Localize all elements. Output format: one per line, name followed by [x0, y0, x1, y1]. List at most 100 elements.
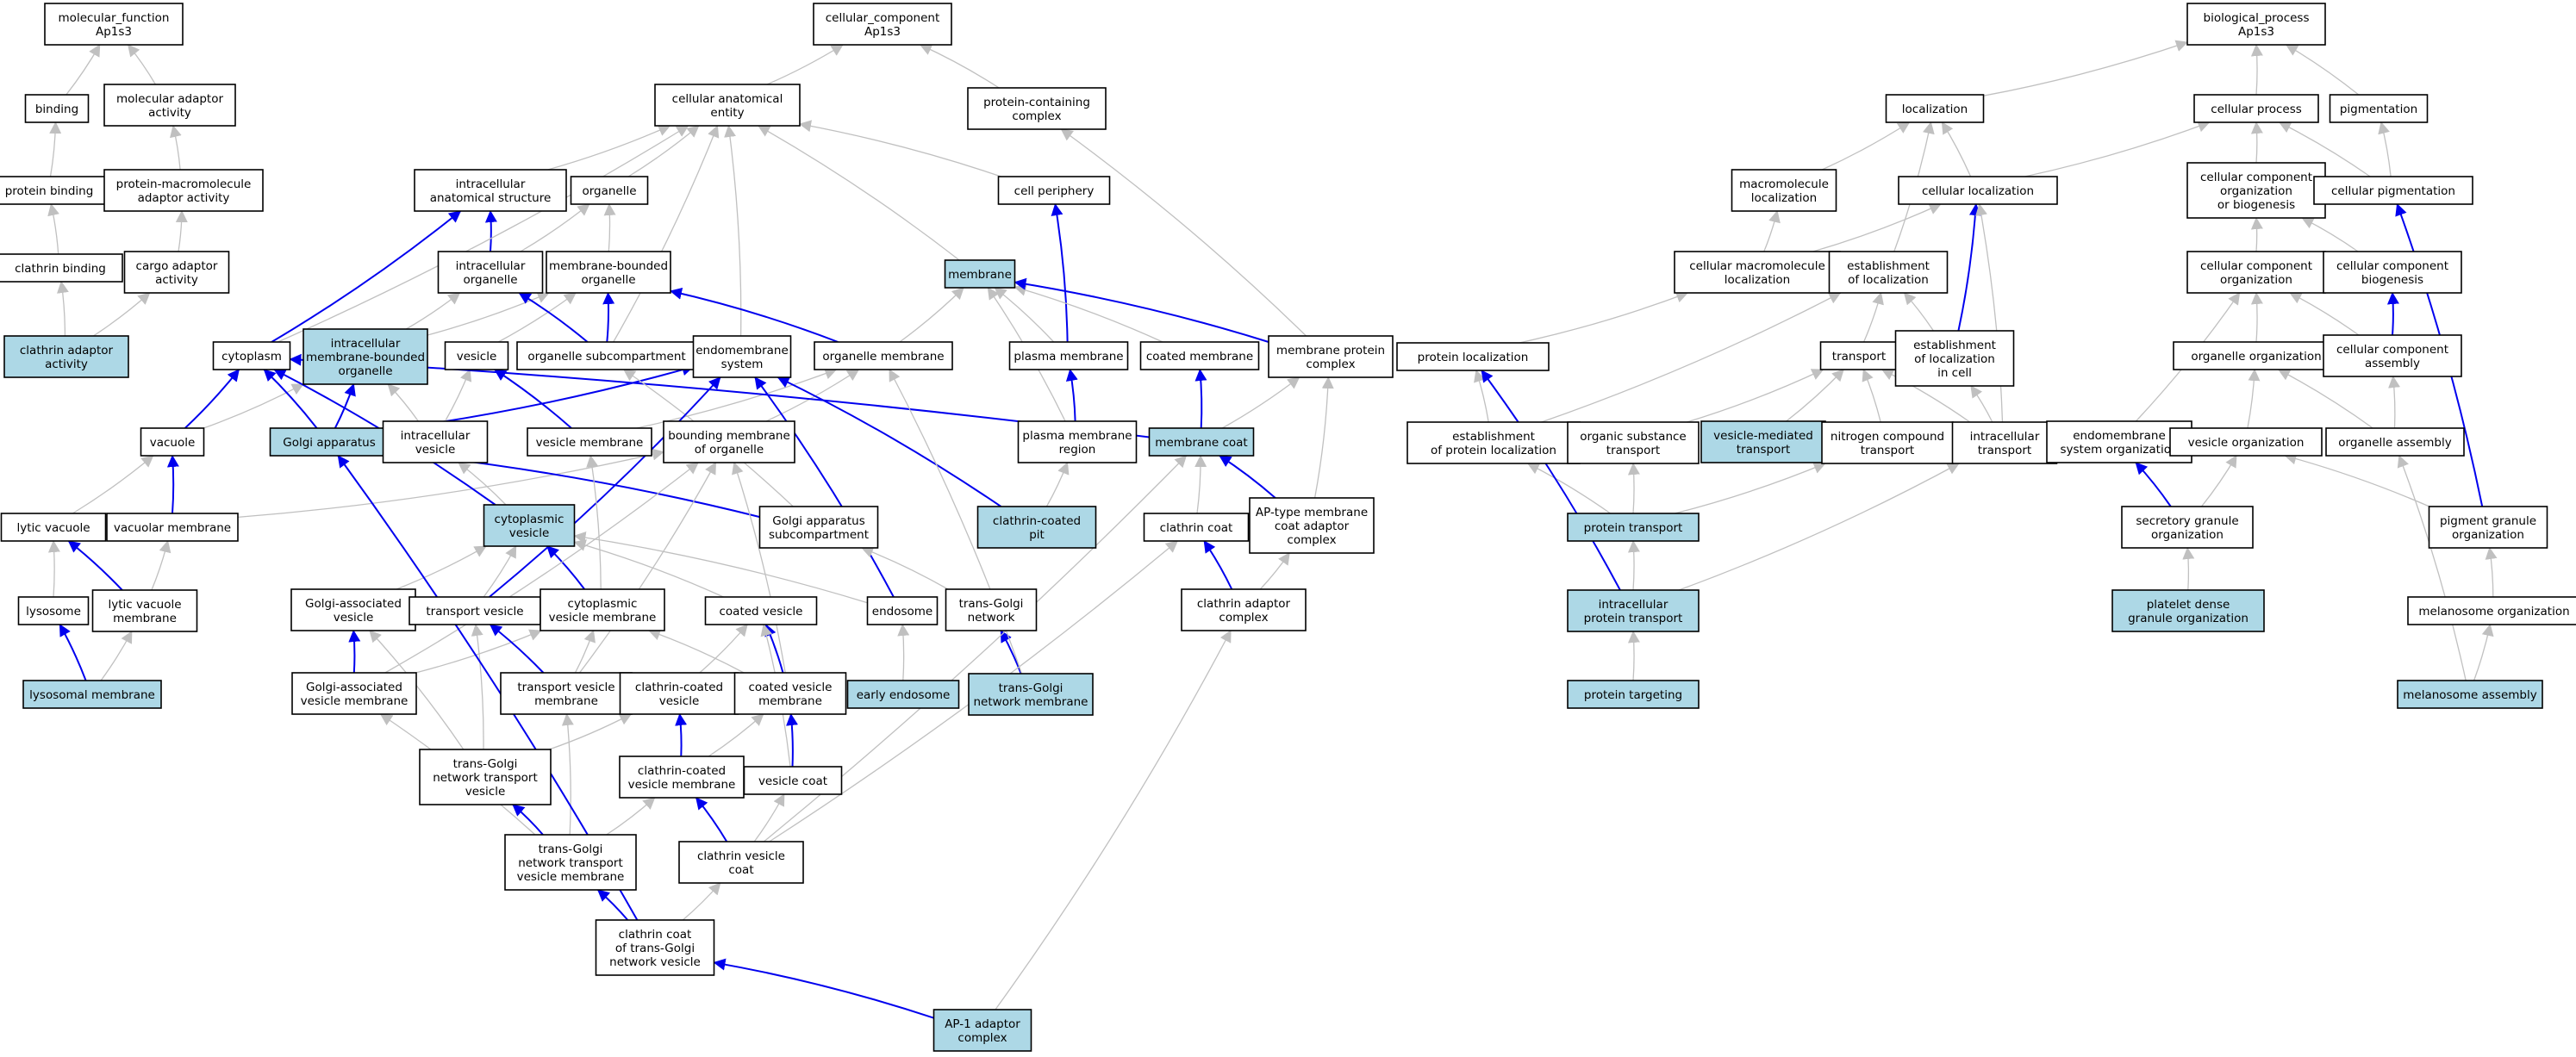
- term-box: [866, 596, 939, 625]
- term-box: [1898, 176, 2058, 205]
- edge-intratr-to-estlocc: [1970, 385, 1993, 423]
- term-label: vesicle membrane: [536, 436, 644, 450]
- term-label: AP-1 adaptor: [945, 1017, 1020, 1031]
- edge-clathbind-to-protbind: [47, 203, 59, 255]
- term-label: membrane-bounded: [306, 351, 425, 364]
- edge-pmaa-to-molad: [170, 125, 182, 171]
- edge-vacmem-to-vacuole: [166, 455, 179, 514]
- term-node-protbind: protein binding: [0, 176, 109, 205]
- term-label: membrane: [948, 268, 1012, 282]
- term-label: Golgi apparatus: [283, 436, 375, 450]
- term-box: [303, 328, 428, 385]
- term-box: [678, 841, 804, 884]
- term-label: secretory granule: [2136, 514, 2238, 528]
- edge-coatedves-to-cytoves: [573, 539, 724, 598]
- term-box: [2397, 680, 2543, 709]
- edge-bmo-to-orgmem: [765, 369, 860, 422]
- term-label: transport: [1606, 444, 1660, 457]
- term-label: network vesicle: [609, 955, 701, 969]
- edge-ias-to-cae: [547, 124, 671, 171]
- edge-mpc-to-pcc: [1060, 128, 1307, 337]
- term-label: localization: [1902, 103, 1968, 116]
- edge-sgo-to-vesorg: [2200, 455, 2237, 507]
- term-box: [3, 335, 129, 378]
- term-box: [2193, 94, 2319, 123]
- term-box: [1731, 169, 1837, 212]
- term-box: [1567, 421, 1700, 464]
- edge-gavm-to-bmo: [384, 462, 699, 674]
- term-box: [932, 1009, 1032, 1052]
- term-label: nitrogen compound: [1831, 430, 1944, 444]
- term-label: system organization: [2060, 443, 2178, 457]
- term-node-membrane: membrane: [944, 259, 1016, 289]
- term-label: trans-Golgi: [453, 757, 518, 771]
- edge-transves-to-endosys: [489, 376, 721, 598]
- term-label: protein transport: [1584, 521, 1683, 535]
- edge-cellloc-to-localization: [1941, 121, 1972, 177]
- edge-ap1-to-ctgn: [713, 958, 934, 1019]
- term-box: [2323, 251, 2462, 294]
- term-label: granule organization: [2128, 612, 2249, 625]
- term-label: coat adaptor: [1275, 519, 1350, 533]
- term-node-melorg: melanosome organization: [2407, 596, 2576, 625]
- term-label: lysosomal membrane: [29, 688, 155, 702]
- term-label: organic substance: [1580, 430, 1686, 444]
- edge-lysosome-to-lytvac: [47, 540, 60, 598]
- term-box: [2428, 506, 2548, 549]
- term-node-vesicle: vesicle: [444, 341, 509, 370]
- term-label: clathrin-coated: [635, 681, 723, 694]
- term-box: [2313, 176, 2473, 205]
- term-box: [2407, 596, 2576, 625]
- term-label: activity: [45, 358, 88, 371]
- term-box: [2111, 589, 2265, 632]
- edge-pigmentation-to-bp: [2285, 44, 2360, 96]
- term-label: cell periphery: [1014, 184, 1095, 198]
- term-label: transport: [1737, 443, 1790, 457]
- term-label: intracellular: [1970, 430, 2040, 444]
- term-node-vacuole: vacuole: [140, 427, 205, 457]
- edge-macroloc-to-localization: [1821, 121, 1911, 171]
- edge-cvmem-to-bmo: [732, 462, 786, 674]
- term-box: [106, 513, 239, 542]
- term-label: vesicle membrane: [628, 778, 736, 792]
- term-label: intracellular: [456, 177, 526, 191]
- term-box: [0, 513, 107, 542]
- term-box: [2329, 94, 2429, 123]
- edge-cytoplasm-to-cae: [278, 125, 689, 343]
- term-label: vesicle membrane: [549, 611, 657, 625]
- term-box: [663, 420, 795, 463]
- edge-prottr-to-estprotloc: [1526, 463, 1611, 514]
- term-node-earlyendo: early endosome: [846, 680, 960, 709]
- edge-coatedmem-to-membrane: [1014, 284, 1163, 343]
- term-label: vesicle membrane: [301, 694, 409, 708]
- term-box: [540, 588, 665, 631]
- term-box: [733, 672, 847, 715]
- edge-lysomem-to-lytvacmem: [100, 631, 133, 681]
- term-box: [1828, 251, 1949, 294]
- term-box: [437, 251, 544, 294]
- term-box: [743, 766, 843, 795]
- term-label: endomembrane: [2073, 429, 2166, 443]
- term-node-plasmamem: plasma membrane: [1008, 341, 1129, 370]
- term-box: [291, 672, 417, 715]
- term-box: [516, 341, 697, 370]
- term-label: cellular localization: [1922, 184, 2034, 198]
- term-box: [1143, 513, 1250, 542]
- edge-estlocc-to-cellloc: [1957, 203, 1981, 332]
- term-label: bounding membrane: [668, 429, 790, 443]
- edge-cvc-to-ccvm: [695, 797, 728, 842]
- term-box: [945, 588, 1038, 631]
